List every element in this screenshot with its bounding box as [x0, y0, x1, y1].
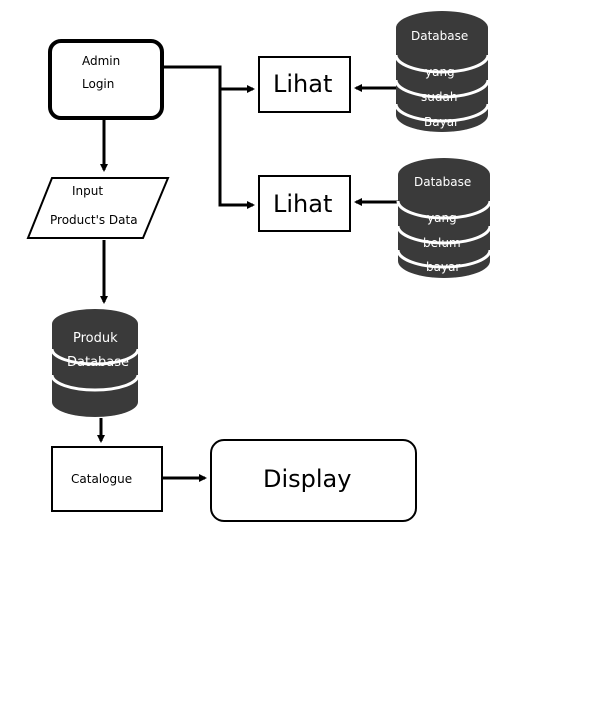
- lihat-2-label: Lihat: [273, 190, 332, 218]
- lihat-1-node: Lihat: [258, 56, 351, 113]
- db-sudah-bayar-node: Database yang sudah Bayar: [394, 11, 490, 132]
- db-belum-bayar-label-line4: bayar: [426, 260, 460, 274]
- db-belum-bayar-node: Database yang belum bayar: [396, 158, 492, 278]
- produk-database-node: Produk Database: [50, 309, 140, 417]
- produk-database-label-line2: Database: [67, 355, 129, 370]
- arrow-login-to-lihat-2: [218, 89, 255, 209]
- catalogue-node: Catalogue: [51, 446, 163, 512]
- db-sudah-bayar-label-line2: yang: [425, 65, 455, 79]
- lihat-2-node: Lihat: [258, 175, 351, 232]
- db-sudah-bayar-label-line4: Bayar: [424, 115, 459, 129]
- input-product-shape: [26, 177, 170, 239]
- db-belum-bayar-label-line3: belum: [423, 236, 461, 250]
- produk-database-label-line1: Produk: [73, 331, 118, 346]
- admin-login-node: Admin Login: [48, 39, 164, 120]
- input-product-label-line1: Input: [72, 184, 103, 198]
- lihat-1-box: [258, 56, 351, 113]
- catalogue-label: Catalogue: [71, 472, 132, 486]
- lihat-1-label: Lihat: [273, 70, 332, 98]
- db-belum-bayar-label-line1: Database: [414, 175, 471, 189]
- input-product-node: Input Product's Data: [26, 177, 170, 239]
- catalogue-box: [51, 446, 163, 512]
- db-sudah-bayar-label-line1: Database: [411, 29, 468, 43]
- admin-login-label-line2: Login: [82, 77, 114, 91]
- arrow-login-to-lihat-1: [162, 65, 255, 93]
- input-product-label-line2: Product's Data: [50, 213, 138, 227]
- connectors: [97, 65, 400, 482]
- admin-login-box: [48, 39, 164, 120]
- lihat-2-box: [258, 175, 351, 232]
- display-node: Display: [210, 439, 417, 522]
- db-sudah-bayar-label-line3: sudah: [421, 90, 457, 104]
- db-belum-bayar-label-line2: yang: [427, 211, 457, 225]
- display-label: Display: [263, 465, 351, 493]
- admin-login-label-line1: Admin: [82, 54, 120, 68]
- display-box: [210, 439, 417, 522]
